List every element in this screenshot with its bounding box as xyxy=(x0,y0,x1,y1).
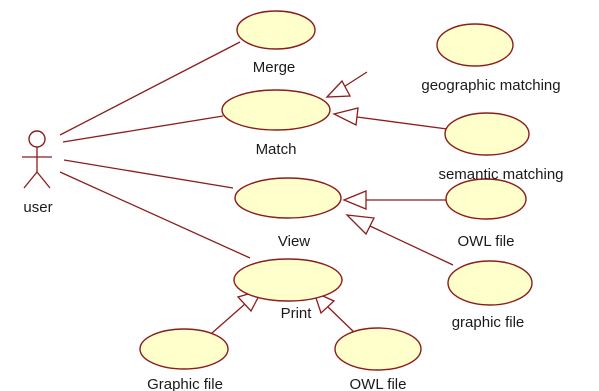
arrowhead-graphicfile xyxy=(345,214,375,236)
use-case-match xyxy=(221,89,331,131)
actor-user xyxy=(22,130,52,189)
label-print-graphic-file: Graphic file xyxy=(147,376,223,391)
edge-graphic-to-print xyxy=(211,303,246,334)
edge-owl-to-print xyxy=(327,306,358,336)
edge-graphicfile-to-view xyxy=(369,225,454,266)
label-match: Match xyxy=(256,141,297,158)
use-case-view-graphic-file xyxy=(447,260,533,306)
label-view: View xyxy=(278,233,310,250)
label-semantic-matching: semantic matching xyxy=(438,166,563,183)
edge-geographic-to-match xyxy=(341,71,368,89)
arrowhead-semantic xyxy=(332,107,359,126)
actor-head xyxy=(28,130,46,148)
edge-semantic-to-match xyxy=(356,116,448,130)
arrowhead-geographic xyxy=(325,79,352,98)
use-case-merge xyxy=(236,10,316,50)
label-print-owl-file: OWL file xyxy=(350,376,407,391)
label-geographic-matching: geographic matching xyxy=(421,77,560,94)
label-merge: Merge xyxy=(253,59,296,76)
label-print: Print xyxy=(281,305,313,322)
association-user-view xyxy=(63,159,234,189)
association-user-merge xyxy=(59,41,241,136)
use-case-semantic-matching xyxy=(444,112,530,156)
use-case-print-owl-file xyxy=(334,327,422,371)
arrowhead-owlfile xyxy=(342,190,367,210)
use-case-geographic-matching xyxy=(436,23,514,67)
use-case-print-graphic-file xyxy=(139,328,229,370)
association-user-print xyxy=(59,171,251,259)
actor-right-leg xyxy=(36,171,51,189)
use-case-print xyxy=(233,258,343,302)
label-view-owl-file: OWL file xyxy=(458,233,515,250)
actor-label: user xyxy=(23,199,52,216)
use-case-view xyxy=(234,177,342,219)
actor-left-leg xyxy=(23,171,38,189)
use-case-view-owl-file xyxy=(445,178,527,220)
label-view-graphic-file: graphic file xyxy=(452,314,525,331)
association-user-match xyxy=(62,115,224,143)
